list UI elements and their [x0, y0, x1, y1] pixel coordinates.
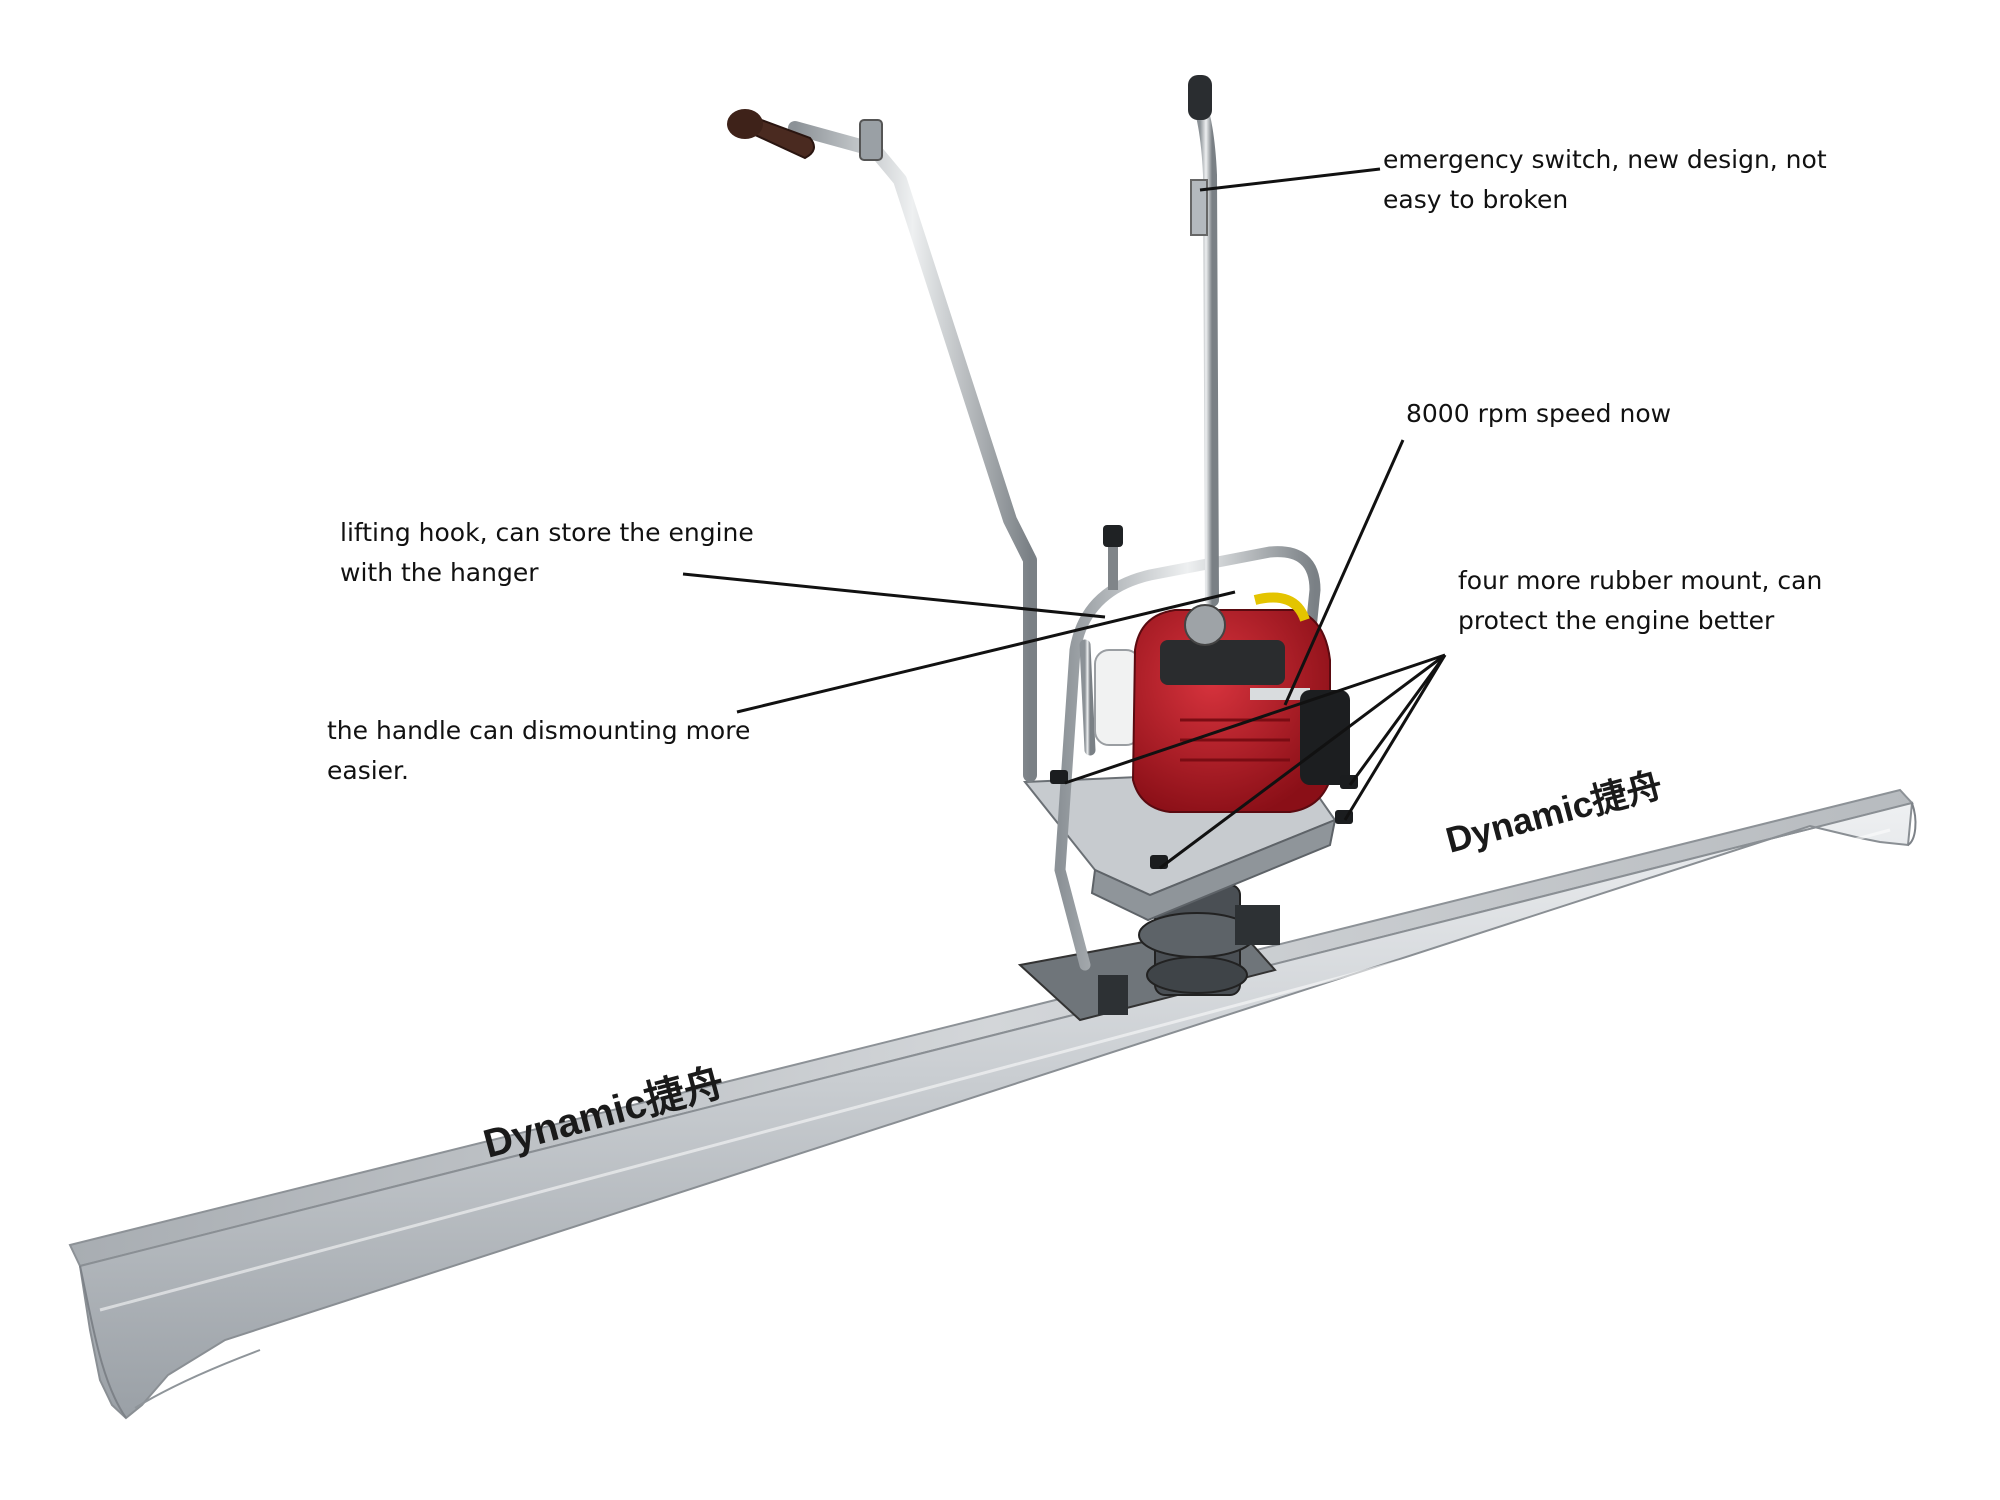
- callout-line-rpm: [1283, 439, 1405, 706]
- callout-line-rubber-4: [1343, 654, 1447, 821]
- annotation-rubber-mount: four more rubber mount, can protect the …: [1458, 566, 1823, 635]
- annotation-handle-dismount: the handle can dismounting more easier.: [327, 716, 751, 785]
- right-handle: [1188, 75, 1219, 607]
- engine: [1094, 592, 1350, 813]
- callout-line-rubber-1: [1064, 653, 1446, 785]
- annotation-emergency-switch: emergency switch, new design, not easy t…: [1383, 145, 1827, 214]
- svg-text:Dynamic捷舟: Dynamic捷舟: [1441, 764, 1666, 861]
- callout-line-rubber-3: [1348, 654, 1447, 786]
- callout-line-hook: [682, 572, 1106, 619]
- callout-line-handle: [736, 590, 1236, 714]
- annotation-lifting-hook: lifting hook, can store the engine with …: [340, 518, 754, 587]
- callout-line-rubber-2: [1159, 653, 1446, 870]
- roll-cage: [1054, 546, 1321, 971]
- annotation-rpm-speed: 8000 rpm speed now: [1406, 399, 1672, 428]
- brand-logo-right: Dynamic捷舟: [1441, 764, 1666, 861]
- callout-lines: [682, 167, 1447, 870]
- left-handle: [727, 109, 1037, 782]
- callout-line-emergency: [1199, 167, 1381, 192]
- throttle-lever: [1103, 525, 1123, 590]
- screed-blade: [68, 788, 1917, 1420]
- blade-mount: [1017, 884, 1280, 1022]
